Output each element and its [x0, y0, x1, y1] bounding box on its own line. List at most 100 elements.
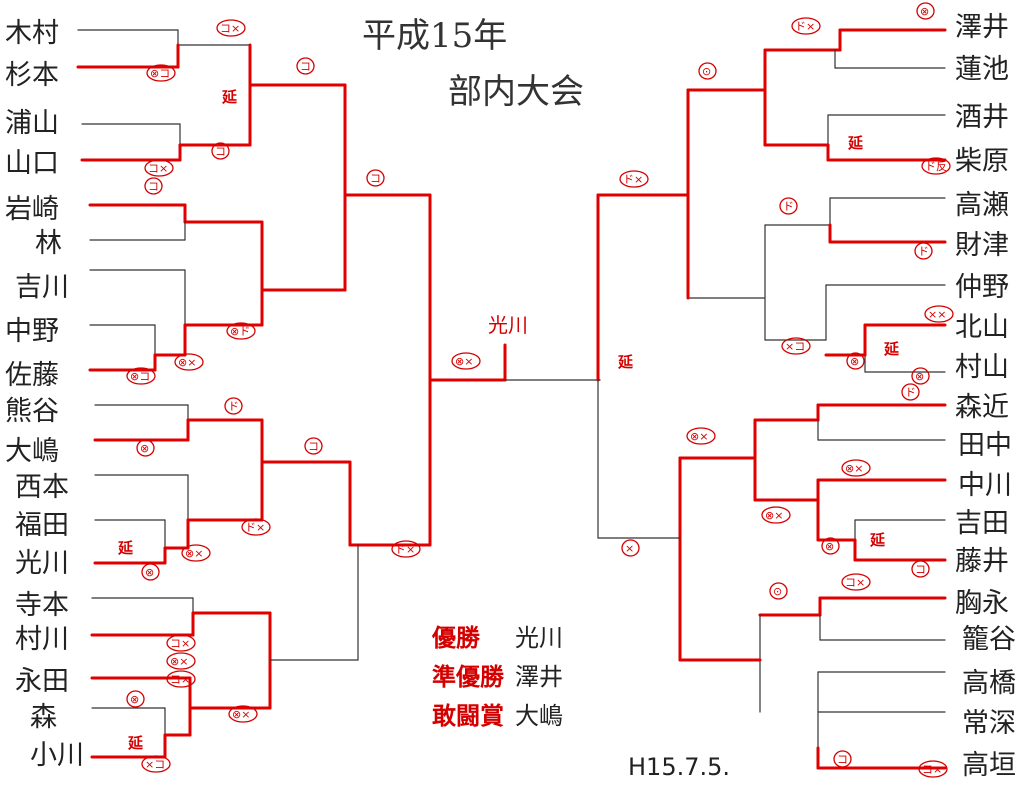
score-mark-oval: [769, 582, 788, 600]
left-player-name: 佐藤: [5, 360, 59, 391]
right-player-name: 藤井: [955, 546, 1009, 577]
right-player-name: 澤井: [955, 12, 1009, 43]
score-mark-oval: [918, 760, 948, 778]
score-mark-oval: [921, 157, 951, 175]
score-mark-oval: [136, 439, 155, 457]
score-mark-oval: [391, 540, 421, 558]
score-mark-text: ⊗: [145, 566, 154, 579]
score-mark: ⊗: [846, 352, 865, 370]
score-mark: コ: [911, 560, 930, 578]
score-mark: ⊗: [141, 563, 160, 581]
score-mark-oval: [779, 197, 798, 215]
score-mark-text: ド×: [623, 173, 643, 186]
score-mark-text: ⊗×: [178, 356, 196, 369]
score-mark-oval: [296, 57, 315, 75]
score-mark-text: コ: [308, 440, 319, 453]
right-player-name: 柴原: [955, 146, 1009, 177]
left-player-name: 木村: [5, 18, 59, 49]
right-player-name: 高垣: [962, 750, 1016, 781]
score-mark-text: コ: [837, 753, 848, 766]
right-player-name: 村山: [955, 352, 1009, 383]
score-mark-text: コ×: [170, 637, 190, 650]
award-name: 澤井: [515, 663, 563, 691]
score-mark-text: ×コ: [785, 340, 805, 353]
score-mark: ×コ: [141, 755, 171, 773]
score-mark: コ×: [166, 634, 196, 652]
left-player-name: 浦山: [5, 108, 59, 139]
score-mark-text: ド×: [395, 543, 415, 556]
score-mark: ド×: [241, 518, 271, 536]
right-player-name: 籠谷: [962, 624, 1016, 655]
left-player-name: 山口: [5, 148, 59, 179]
extension-mark: 延: [883, 340, 900, 358]
score-mark-oval: [174, 353, 204, 371]
right-player-list: 澤井 蓮池 酒井 柴原 高瀬 財津 仲野 北山 村山 森近 田中 中川 吉田 藤…: [955, 12, 1016, 781]
score-mark-oval: [841, 573, 871, 591]
right-player-name: 財津: [955, 230, 1009, 261]
score-mark-oval: [141, 563, 160, 581]
extension-mark: 延: [847, 134, 864, 152]
score-mark-text: ド×: [795, 20, 815, 33]
score-mark-oval: [451, 352, 481, 370]
left-player-name: 寺本: [15, 590, 69, 621]
right-player-name: 吉田: [955, 508, 1009, 539]
award-name: 大嶋: [515, 702, 563, 730]
score-mark-text: コ×: [922, 763, 942, 776]
score-mark-oval: [781, 337, 811, 355]
score-mark-text: ⊗×: [845, 462, 863, 475]
score-mark: ド×: [391, 540, 421, 558]
score-mark-oval: [126, 367, 156, 385]
score-mark-oval: [901, 383, 920, 401]
score-mark: ⊗×: [841, 459, 871, 477]
score-mark-text: ⊗: [130, 693, 139, 706]
award-label: 優勝: [431, 623, 481, 652]
score-mark: ド×: [619, 170, 649, 188]
score-mark: ⊗×: [174, 353, 204, 371]
score-mark-oval: [841, 459, 871, 477]
score-mark-oval: [791, 17, 821, 35]
score-mark-oval: [228, 705, 258, 723]
right-player-name: 北山: [955, 312, 1009, 343]
award-name: 光川: [515, 624, 563, 652]
score-mark-oval: [146, 64, 176, 82]
score-mark: コ: [144, 177, 163, 195]
score-mark: ⊗: [911, 367, 930, 385]
score-mark-text: コ: [370, 172, 381, 185]
score-mark: ド: [901, 383, 920, 401]
score-mark-text: ⊗コ: [130, 370, 150, 383]
left-player-name: 中野: [5, 316, 59, 347]
score-mark: コ: [833, 750, 852, 768]
score-mark: ド×: [791, 17, 821, 35]
score-mark-oval: [226, 322, 256, 340]
score-mark-text: ⊙: [702, 65, 711, 78]
score-mark-oval: [141, 755, 171, 773]
score-mark-oval: [211, 142, 230, 160]
score-mark-oval: [126, 690, 145, 708]
bracket-lines: [76, 28, 947, 770]
title-line-1: 平成15年: [362, 16, 507, 56]
score-mark-text: ド反: [925, 160, 947, 173]
score-mark: ⊙: [698, 62, 717, 80]
score-mark-oval: [698, 62, 717, 80]
score-mark-oval: [181, 544, 211, 562]
score-mark-text: ⊙: [773, 585, 782, 598]
left-player-name: 大嶋: [5, 436, 59, 467]
score-mark: ⊗×: [451, 352, 481, 370]
score-mark-text: ド: [905, 386, 916, 399]
score-mark-text: コ: [215, 145, 226, 158]
score-mark-text: コ: [915, 563, 926, 576]
score-mark: ×コ: [781, 337, 811, 355]
score-mark: ド: [224, 397, 243, 415]
score-mark-text: ⊗: [920, 5, 929, 18]
score-mark-oval: [166, 634, 196, 652]
score-mark-oval: [686, 427, 716, 445]
score-mark-oval: [166, 670, 196, 688]
left-player-name: 福田: [15, 510, 69, 541]
tournament-date: H15.7.5.: [628, 753, 730, 781]
score-mark: コ×: [216, 19, 246, 37]
score-mark-text: ⊗×: [185, 547, 203, 560]
left-player-name: 森: [30, 702, 57, 733]
score-mark: ド: [914, 242, 933, 260]
title-line-2: 部内大会: [448, 72, 584, 112]
extension-marks: 延 延 延 延 延 延 延: [117, 88, 900, 752]
